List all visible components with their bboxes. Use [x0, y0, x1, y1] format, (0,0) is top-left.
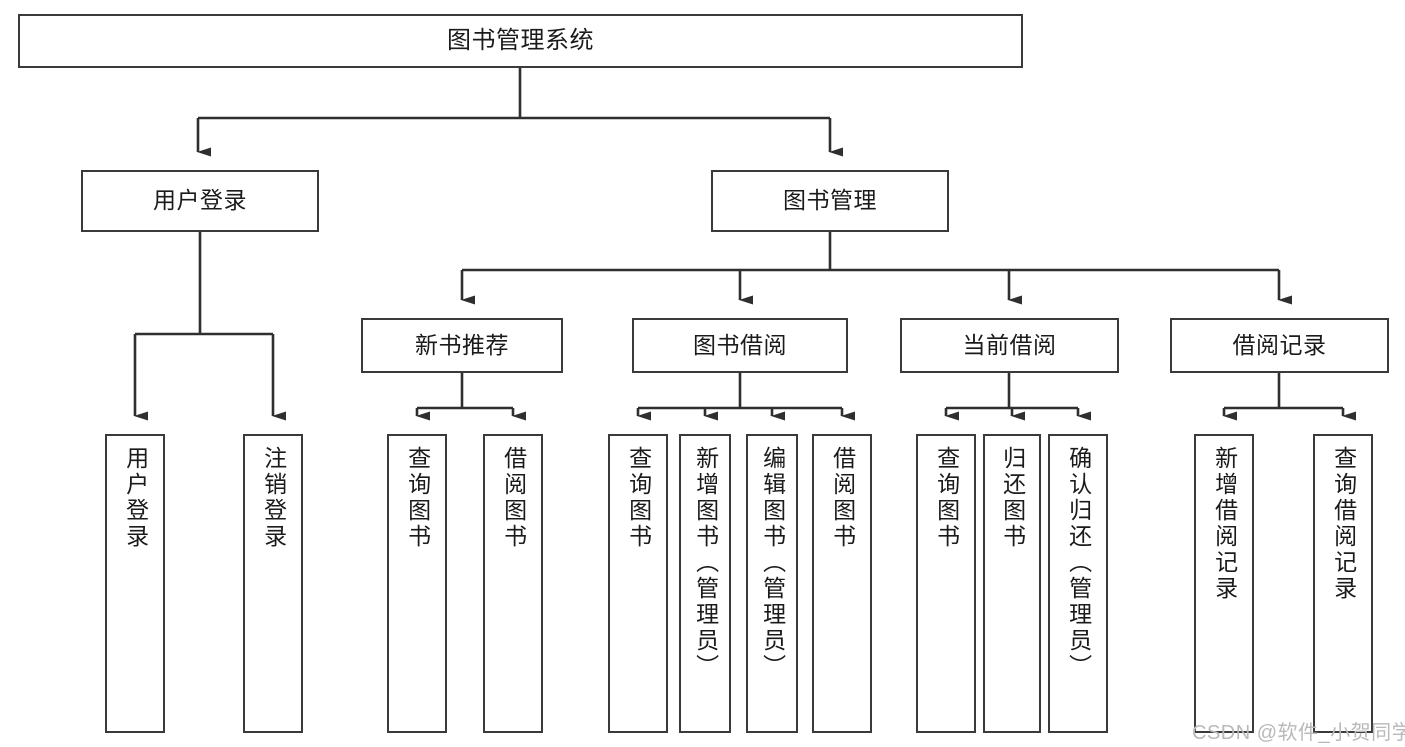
leaf-query-book-recommend[interactable]: 查询图书	[387, 434, 447, 733]
node-book-management[interactable]: 图书管理	[711, 170, 949, 232]
leaf-add-borrow-record[interactable]: 新增借阅记录	[1194, 434, 1254, 733]
node-label: 借阅记录	[1232, 331, 1327, 358]
node-label: 查询借阅记录	[1330, 446, 1357, 602]
node-label: 借阅图书	[500, 446, 527, 550]
leaf-query-book-borrow[interactable]: 查询图书	[608, 434, 668, 733]
node-user-login[interactable]: 用户登录	[81, 170, 319, 232]
leaf-query-book-current[interactable]: 查询图书	[916, 434, 976, 733]
leaf-borrow-book[interactable]: 借阅图书	[812, 434, 872, 733]
node-label: 查询图书	[933, 446, 960, 550]
node-label: 新增图书（管理员）	[692, 446, 719, 680]
node-label: 新书推荐	[415, 331, 509, 358]
node-label: 图书管理系统	[447, 26, 594, 54]
leaf-borrow-book-recommend[interactable]: 借阅图书	[483, 434, 543, 733]
node-label: 当前借阅	[962, 331, 1057, 358]
node-borrow-record[interactable]: 借阅记录	[1170, 318, 1389, 373]
node-label: 查询图书	[625, 446, 652, 550]
node-root-system[interactable]: 图书管理系统	[18, 14, 1023, 68]
node-label: 归还图书	[999, 446, 1026, 550]
node-label: 图书借阅	[693, 331, 787, 358]
node-book-borrow[interactable]: 图书借阅	[632, 318, 848, 373]
leaf-user-login[interactable]: 用户登录	[105, 434, 165, 733]
node-label: 用户登录	[153, 187, 247, 214]
node-label: 查询图书	[404, 446, 431, 550]
node-label: 借阅图书	[829, 446, 856, 550]
node-label: 编辑图书（管理员）	[759, 446, 786, 680]
node-label: 确认归还（管理员）	[1065, 446, 1092, 680]
leaf-confirm-return-admin[interactable]: 确认归还（管理员）	[1048, 434, 1108, 733]
leaf-edit-book-admin[interactable]: 编辑图书（管理员）	[746, 434, 798, 733]
leaf-add-book-admin[interactable]: 新增图书（管理员）	[679, 434, 731, 733]
node-label: 用户登录	[122, 446, 149, 550]
node-new-book-recommend[interactable]: 新书推荐	[361, 318, 563, 373]
node-label: 注销登录	[260, 446, 287, 550]
leaf-logout[interactable]: 注销登录	[243, 434, 303, 733]
watermark-text: CSDN @软件_小贺同学	[1192, 722, 1405, 744]
node-label: 新增借阅记录	[1211, 446, 1238, 602]
node-current-borrow[interactable]: 当前借阅	[900, 318, 1119, 373]
node-label: 图书管理	[783, 187, 877, 214]
leaf-return-book[interactable]: 归还图书	[983, 434, 1041, 733]
leaf-query-borrow-record[interactable]: 查询借阅记录	[1313, 434, 1373, 733]
